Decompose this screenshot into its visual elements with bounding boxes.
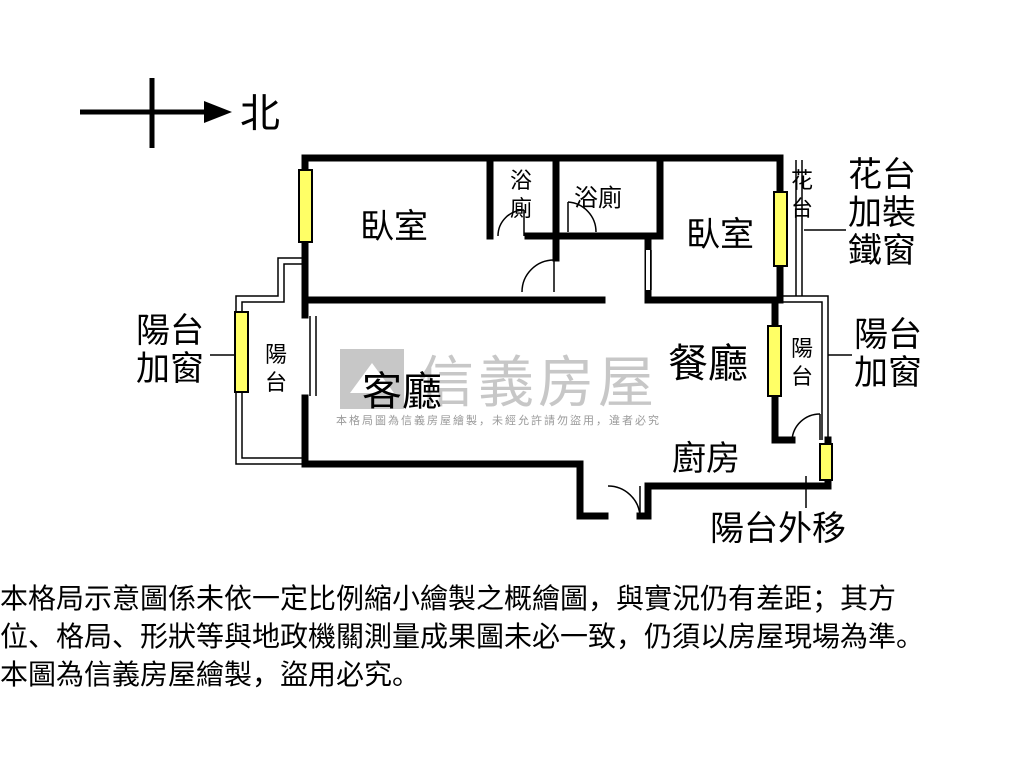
callout-balcony-window-right: 陽台 加窗 (854, 315, 922, 393)
callout-balcony-window-left: 陽台 加窗 (136, 311, 204, 389)
window-kitchen-balcony (819, 443, 833, 481)
door-swings (309, 201, 821, 517)
floor-plan (80, 78, 852, 520)
compass-arrow (80, 78, 210, 148)
room-bath-right: 浴廁 (574, 184, 622, 212)
disclaimer: 本格局示意圖係未依一定比例縮小繪製之概繪圖，與實況仍有差距；其方 位、格局、形狀… (0, 580, 1020, 694)
disclaimer-line: 本圖為信義房屋繪製，盜用必究。 (0, 658, 421, 691)
room-balcony-right: 陽台 (790, 337, 813, 390)
callout-balcony-moved: 陽台外移 (710, 509, 846, 549)
room-bedroom-left: 臥室 (360, 207, 428, 247)
callout-planter-window: 花台 加裝 鐵窗 (848, 155, 916, 271)
watermark-brand: 信義房屋 (418, 351, 658, 416)
room-dining: 餐廳 (668, 341, 748, 387)
windows (234, 169, 833, 481)
room-balcony-left: 陽台 (264, 343, 287, 396)
watermark: 信義房屋 (340, 338, 658, 419)
room-bedroom-right: 臥室 (686, 215, 754, 255)
balcony-outlines (235, 160, 829, 465)
window-dining (767, 325, 782, 397)
callout-lines (210, 229, 852, 508)
compass-north-label: 北 (240, 91, 280, 137)
watermark-logo-icon (340, 348, 404, 409)
room-bath-left: 浴廁 (509, 169, 532, 222)
compass-arrowhead (204, 101, 232, 123)
window-bedroom-left (298, 169, 313, 243)
room-kitchen: 廚房 (672, 439, 740, 479)
disclaimer-line: 位、格局、形狀等與地政機關測量成果圖未必一致，仍須以房屋現場為準。 (0, 620, 925, 653)
window-balcony-left (234, 311, 249, 393)
room-living: 客廳 (362, 369, 442, 415)
watermark-notice: 本格局圖為信義房屋繪製，未經允許請勿盜用，違者必究 (336, 414, 661, 427)
disclaimer-line: 本格局示意圖係未依一定比例縮小繪製之概繪圖，與實況仍有差距；其方 (0, 582, 897, 615)
room-planter: 花台 (790, 169, 813, 222)
window-bedroom-right (773, 191, 788, 267)
